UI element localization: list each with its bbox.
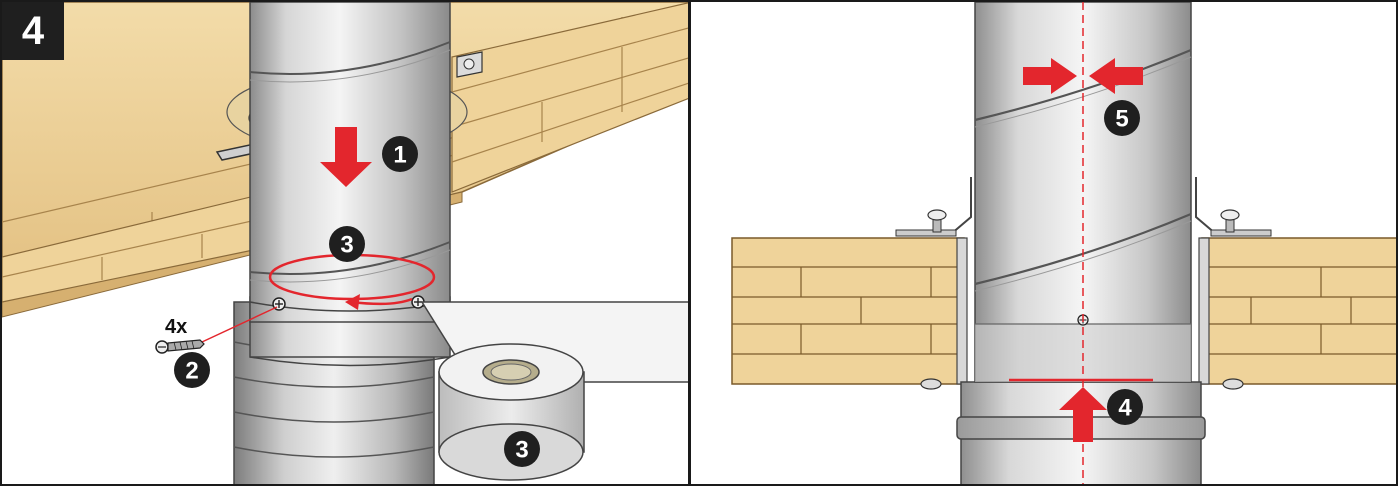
left-panel-perspective-view: 4 — [0, 0, 690, 486]
lower-pipe — [233, 296, 451, 484]
svg-text:3: 3 — [340, 232, 353, 259]
callout-5: 5 — [1104, 100, 1140, 136]
right-panel-section-view: 4 5 — [689, 0, 1398, 486]
callout-3-rotate: 3 — [329, 226, 365, 262]
svg-text:3: 3 — [515, 437, 528, 464]
step-badge: 4 — [2, 2, 64, 60]
bracket-right — [1195, 177, 1272, 390]
svg-text:2: 2 — [185, 358, 198, 385]
mounting-bracket-back — [456, 51, 483, 78]
svg-text:1: 1 — [393, 142, 406, 169]
left-illustration: 4x 1 2 3 3 — [2, 2, 688, 484]
centering-arrows-icon — [1023, 58, 1143, 94]
screw-count-label: 4x — [165, 316, 187, 338]
svg-text:4: 4 — [1118, 395, 1132, 422]
down-arrow-icon — [320, 127, 372, 187]
right-illustration: 4 5 — [731, 2, 1396, 484]
svg-text:5: 5 — [1115, 106, 1128, 133]
screw-icon — [155, 306, 278, 354]
ceiling-board-right — [1198, 237, 1396, 385]
callout-1: 1 — [382, 136, 418, 172]
callout-3-tape: 3 — [504, 431, 540, 467]
up-arrow-icon — [1059, 387, 1107, 442]
tape-roll-icon — [420, 301, 688, 481]
ceiling-board-left — [731, 237, 968, 385]
upper-pipe — [249, 2, 451, 367]
bracket-left — [895, 177, 972, 390]
callout-2: 2 — [174, 352, 210, 388]
callout-4: 4 — [1107, 389, 1143, 425]
